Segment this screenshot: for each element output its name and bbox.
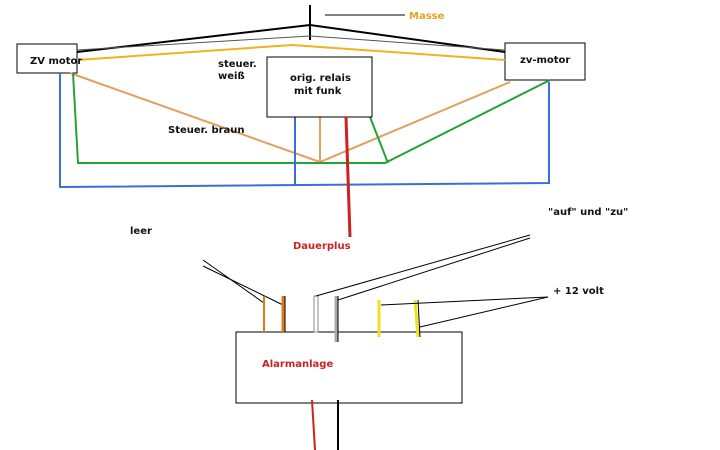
steuer-weiss-label-1: steuer. [218, 59, 257, 70]
masse-gray-wire [76, 35, 506, 51]
steuer-braun-label: Steuer. braun [168, 125, 245, 136]
alarmanlage-box [235, 331, 463, 404]
zv-motor-right-box [504, 42, 586, 81]
zv-motor-left-label: ZV motor [30, 56, 82, 67]
zv-motor-right-label: zv-motor [520, 55, 570, 66]
relais-label-1: orig. relais [290, 73, 351, 84]
yellow-wire-2-edge [417, 299, 421, 338]
blue-wire [59, 73, 550, 189]
masse-label: Masse [409, 11, 445, 22]
dauerplus-red-wire [344, 116, 352, 238]
steuer-weiss-label-2: weiß [218, 71, 245, 82]
alarmanlage-label: Alarmanlage [262, 359, 333, 370]
plus12-pointer-1 [380, 296, 549, 306]
relais-label-2: mit funk [294, 86, 342, 97]
alarm-red-wire-out [311, 399, 316, 450]
yellow-wire-2 [413, 299, 420, 338]
relais-box [266, 56, 373, 118]
plus12-pointer-2 [419, 296, 549, 328]
green-wire-relay [369, 116, 389, 164]
white-wire [313, 295, 319, 333]
plus12-label: + 12 volt [553, 286, 604, 297]
dauerplus-label: Dauerplus [293, 241, 351, 252]
zv-motor-left-box [16, 43, 78, 74]
auf-zu-label: "auf" und "zu" [548, 207, 628, 218]
steuer-weiss-yellow-wire [76, 43, 506, 61]
leer-pointer-2 [202, 265, 284, 306]
auf-zu-pointer-2 [337, 237, 531, 301]
auf-zu-pointer-1 [315, 234, 531, 297]
leer-pointer-1 [202, 259, 265, 304]
green-wire [72, 72, 551, 164]
masse-black-wire-top [76, 23, 506, 53]
leer-label: leer [130, 226, 152, 237]
